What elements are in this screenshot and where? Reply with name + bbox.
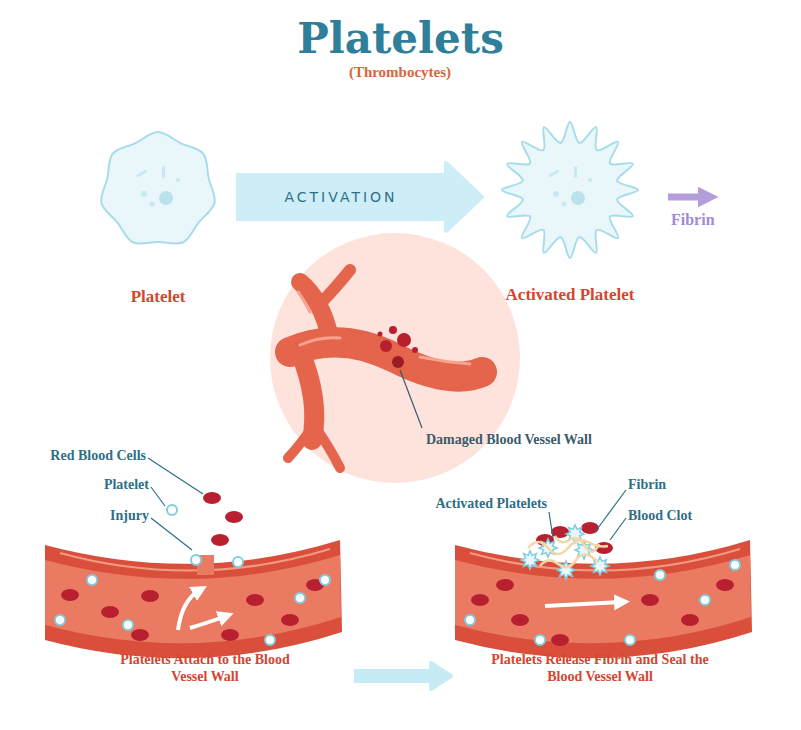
vessel-attach-illustration <box>45 458 342 658</box>
vessel-stage: Platelets Attach to the Blood Vessel Wal… <box>60 530 350 686</box>
part-label: Fibrin <box>628 477 666 493</box>
vessel-seal-illustration <box>455 490 752 658</box>
node-label: Platelets Attach to the Blood Vessel Wal… <box>105 652 305 686</box>
part-label: Activated Platelets <box>435 496 547 512</box>
cell-shape <box>495 115 645 265</box>
connector-arrow <box>354 663 451 689</box>
part-label: Blood Clot <box>628 508 692 524</box>
part-label: Red Blood Cells <box>50 448 146 464</box>
arrow-label: ACTIVATION <box>284 189 397 205</box>
cell-shape <box>93 125 223 255</box>
node-label: Activated Platelet <box>490 285 650 305</box>
part-label: Damaged Blood Vessel Wall <box>426 432 592 448</box>
title: Platelets <box>0 14 801 63</box>
connector-arrow <box>236 163 482 231</box>
platelet-cell: Activated Platelet <box>490 115 650 305</box>
part-label: Fibrin <box>671 211 715 229</box>
part-label: Platelet <box>104 477 149 493</box>
fibrin-arrow <box>668 194 708 201</box>
cell-shape <box>60 530 350 652</box>
subtitle: (Thrombocytes) <box>349 64 451 81</box>
platelet-cell: Platelet <box>88 125 228 307</box>
node-label: Platelet <box>88 287 228 307</box>
node-label: Platelets Release Fibrin and Seal the Bl… <box>490 652 710 686</box>
vessel-stage: Platelets Release Fibrin and Seal the Bl… <box>455 530 745 686</box>
part-label: Injury <box>110 508 149 524</box>
cell-shape <box>455 530 745 652</box>
